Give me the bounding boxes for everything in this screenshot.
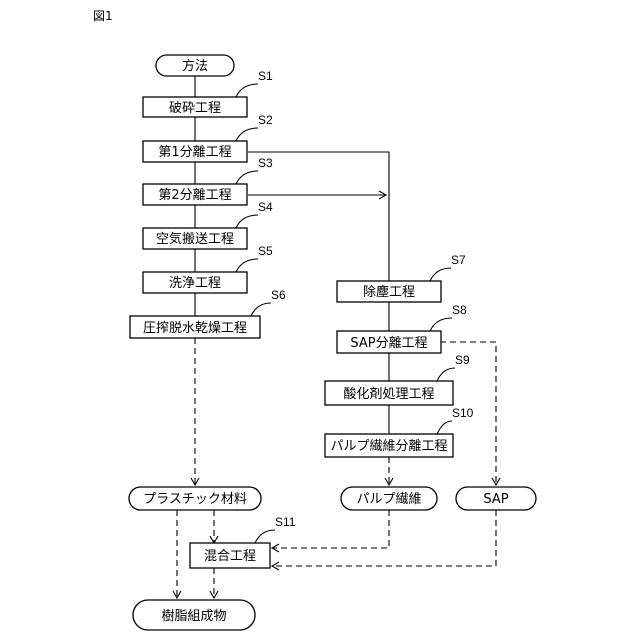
step-s7-box: 除塵工程 xyxy=(337,281,441,302)
step-s11-id: S11 xyxy=(275,515,296,529)
step-s2-id: S2 xyxy=(258,113,273,127)
pulp-fiber-terminal: パルプ繊維 xyxy=(341,487,437,510)
figure-label: 図1 xyxy=(93,9,113,23)
start-terminal: 方法 xyxy=(156,55,234,76)
step-s11-label: 混合工程 xyxy=(204,549,256,564)
step-s5-id: S5 xyxy=(258,244,273,258)
step-s8-id: S8 xyxy=(452,303,467,317)
step-s9-box: 酸化剤処理工程 xyxy=(325,381,453,405)
step-s4-box: 空気搬送工程 xyxy=(143,228,247,249)
step-s7-id: S7 xyxy=(451,253,466,267)
step-s10-id: S10 xyxy=(452,406,474,420)
plastic-material-terminal: プラスチック材料 xyxy=(129,487,261,510)
step-s3-label: 第2分離工程 xyxy=(158,188,231,203)
step-s10-label: パルプ繊維分離工程 xyxy=(330,438,447,454)
step-s1-id: S1 xyxy=(258,69,273,83)
start-label: 方法 xyxy=(182,58,208,74)
step-s3-id: S3 xyxy=(258,156,273,170)
step-id-leaders xyxy=(236,84,455,543)
step-s1-box: 破砕工程 xyxy=(143,97,247,117)
step-s8-label: SAP分離工程 xyxy=(350,336,427,351)
step-s9-id: S9 xyxy=(455,353,470,367)
step-s9-label: 酸化剤処理工程 xyxy=(343,386,434,402)
step-s2-box: 第1分離工程 xyxy=(143,141,247,162)
plastic-material-label: プラスチック材料 xyxy=(143,492,247,507)
step-s6-box: 圧搾脱水乾燥工程 xyxy=(130,316,260,338)
step-s4-label: 空気搬送工程 xyxy=(156,231,234,247)
step-s5-box: 洗浄工程 xyxy=(143,272,247,293)
step-s11-box: 混合工程 xyxy=(190,543,270,568)
sap-terminal: SAP xyxy=(456,487,536,510)
step-s6-label: 圧搾脱水乾燥工程 xyxy=(143,320,247,336)
resin-composition-terminal: 樹脂組成物 xyxy=(133,600,255,630)
step-s10-box: パルプ繊維分離工程 xyxy=(325,434,453,457)
step-s7-label: 除塵工程 xyxy=(363,285,415,300)
step-s8-box: SAP分離工程 xyxy=(337,331,441,353)
step-s5-label: 洗浄工程 xyxy=(169,276,221,291)
step-s3-box: 第2分離工程 xyxy=(143,184,247,205)
step-s6-id: S6 xyxy=(271,288,286,302)
pulp-fiber-label: パルプ繊維 xyxy=(356,491,421,507)
step-s1-label: 破砕工程 xyxy=(169,101,221,116)
step-s4-id: S4 xyxy=(258,200,273,214)
resin-composition-label: 樹脂組成物 xyxy=(161,609,226,624)
sap-label: SAP xyxy=(483,492,508,507)
step-s2-label: 第1分離工程 xyxy=(158,145,231,160)
